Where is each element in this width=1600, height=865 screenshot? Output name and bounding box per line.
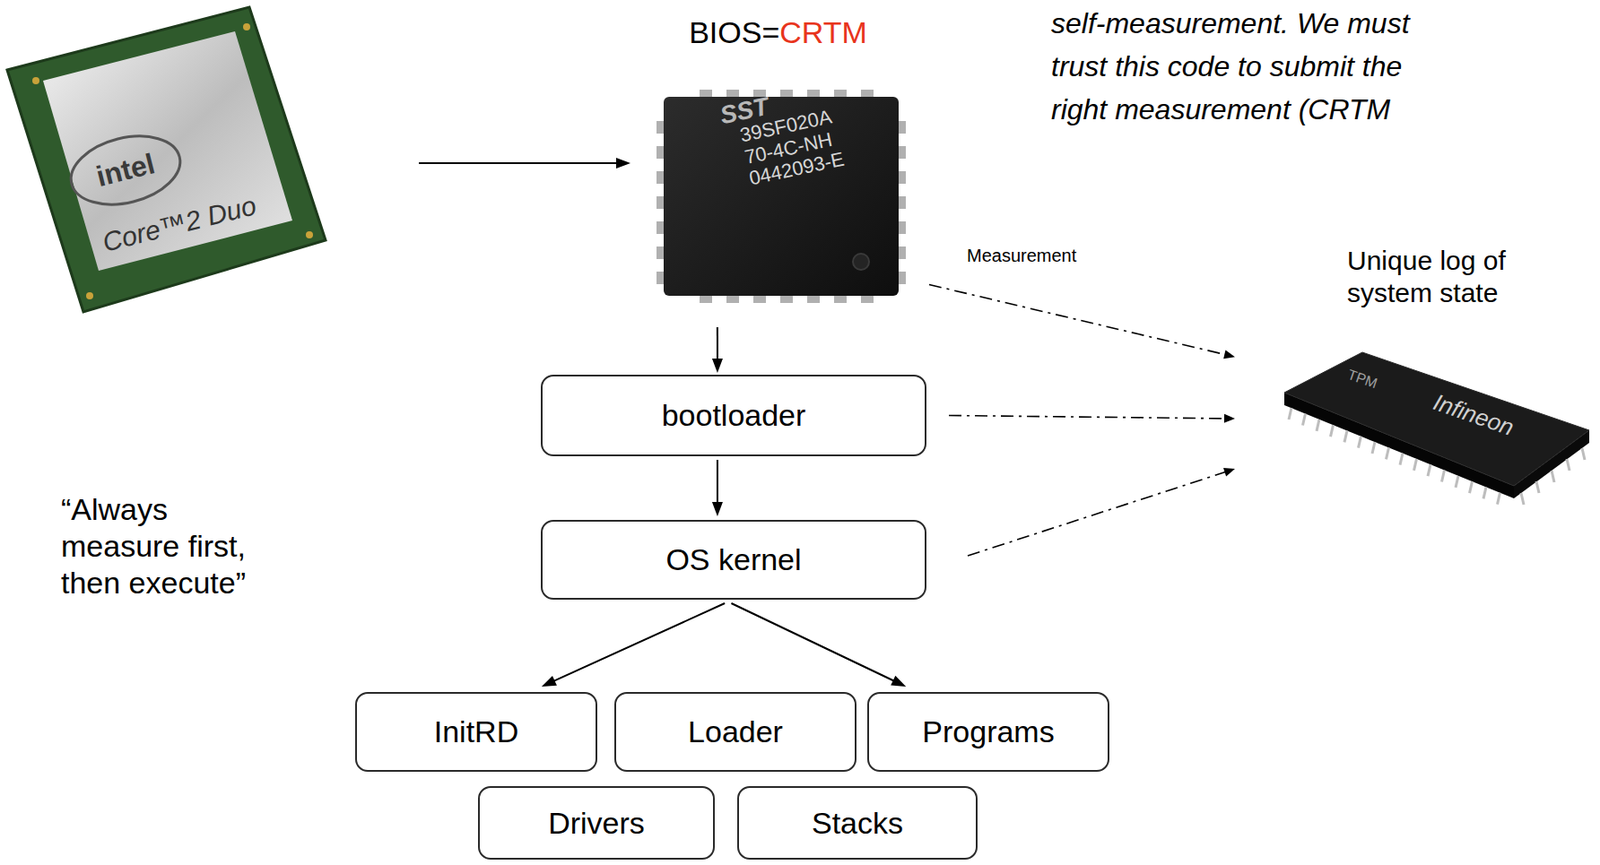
tpm-chip-illustration bbox=[1284, 352, 1590, 505]
node-text: CRTM bbox=[779, 15, 868, 51]
box-label: Loader bbox=[687, 714, 783, 750]
note-text: self-measurement. We must trust this cod… bbox=[1051, 1, 1460, 131]
flow-arrow bbox=[418, 157, 631, 169]
process-box: Stacks bbox=[737, 786, 978, 861]
bios-chip-illustration bbox=[656, 89, 906, 304]
arrow-head bbox=[1224, 414, 1235, 424]
arrow-head bbox=[712, 502, 723, 517]
process-box: Loader bbox=[614, 692, 857, 773]
node-text: BIOS= bbox=[688, 15, 780, 51]
heading-row: BIOS=CRTM bbox=[632, 12, 924, 53]
bios-chip: BIOS=CRTMSST39SF020A 70-4C-NH 0442093-E bbox=[632, 12, 924, 319]
process-box: InitRD bbox=[355, 692, 598, 773]
flow-arrow bbox=[712, 327, 723, 374]
process-box: Programs bbox=[867, 692, 1110, 773]
box-label: Programs bbox=[921, 714, 1054, 750]
cpu-chip: intelCore™2 Duo bbox=[7, 7, 332, 317]
process-box: OS kernel bbox=[540, 520, 927, 600]
process-box: bootloader bbox=[540, 374, 927, 457]
process-box: Drivers bbox=[478, 786, 715, 861]
measurement-arrow bbox=[967, 468, 1235, 557]
box-label: InitRD bbox=[434, 714, 519, 750]
node-text: intel bbox=[93, 147, 159, 194]
motto-text: “Always measure first, then execute” bbox=[60, 491, 281, 601]
box-label: Stacks bbox=[811, 806, 904, 842]
box-label: OS kernel bbox=[665, 542, 801, 578]
arrow-head bbox=[616, 157, 631, 169]
node-text: Infineon bbox=[1429, 388, 1518, 442]
arrow-head bbox=[1223, 468, 1235, 478]
node-text: Core™2 Duo bbox=[99, 190, 260, 258]
arrow-head bbox=[1223, 349, 1235, 359]
box-label: bootloader bbox=[661, 398, 807, 434]
measurement-arrow bbox=[929, 284, 1235, 359]
flow-arrow bbox=[712, 460, 723, 517]
flow-arrow bbox=[730, 603, 906, 687]
tpm-chip: Unique log of system stateTPM Infineon bbox=[1242, 237, 1593, 557]
node-text: Unique log of system state bbox=[1347, 244, 1572, 310]
node-text: TPM bbox=[1345, 366, 1380, 392]
arrow-head bbox=[541, 676, 557, 687]
arrow-head bbox=[712, 358, 723, 374]
edge-label: Measurement bbox=[964, 245, 1079, 267]
box-label: Drivers bbox=[547, 806, 645, 842]
arrow-head bbox=[890, 676, 906, 687]
flow-arrow bbox=[541, 603, 725, 687]
measurement-arrow bbox=[948, 414, 1235, 424]
cpu-illustration bbox=[7, 7, 326, 313]
